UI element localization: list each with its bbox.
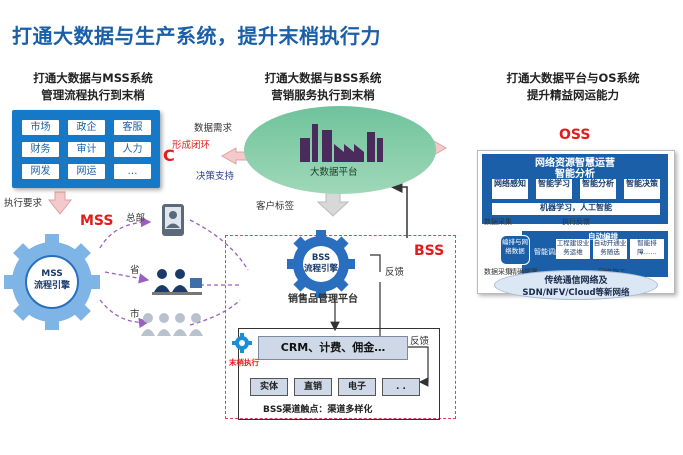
bss-header-line2: 营销服务执行到末梢	[271, 88, 375, 102]
mss-level-province: 省	[130, 265, 140, 276]
oss-box-fault: 智能排障……	[630, 239, 664, 259]
mss-cell-market: 市场	[22, 120, 59, 135]
c-badge: C	[163, 146, 175, 165]
oss-card-analyze: 智能分析	[580, 179, 616, 199]
oss-ml: 机器学习，人工智能	[492, 203, 660, 215]
mss-label: MSS	[80, 213, 114, 229]
channel-direct: 直销	[294, 378, 332, 396]
bss-header-line1: 打通大数据与BSS系统	[264, 71, 382, 85]
sales-platform-label: 销售品管理平台	[288, 294, 358, 305]
oss-net-line1: 传统通信网络及	[544, 276, 608, 286]
mss-exec-label: 执行要求	[4, 198, 43, 209]
mss-cell-netdev: 网发	[22, 164, 59, 179]
oss-network: 传统通信网络及 SDN/NFV/Cloud等新网络	[494, 270, 658, 300]
channel-box	[238, 328, 440, 420]
arrow-bigdata-down	[316, 192, 350, 217]
mss-level-hq: 总部	[126, 213, 146, 224]
mss-cell-finance: 财务	[22, 142, 59, 157]
oss-column-header: 打通大数据平台与OS系统 提升精益网运能力	[498, 70, 648, 104]
mss-header-line2: 管理流程执行到末梢	[41, 88, 145, 102]
mss-level-city: 市	[130, 309, 140, 320]
decision-support-label: 决策支持	[196, 171, 235, 182]
oss-card-sense: 网络感知	[492, 179, 528, 199]
mss-gear-line2: 流程引擎	[33, 281, 70, 291]
oss-center: 编排与网络数据	[500, 235, 530, 265]
oss-header-line2: 提升精益网运能力	[527, 88, 619, 102]
oss-net-line2: SDN/NFV/Cloud等新网络	[522, 288, 630, 298]
oss-box-open: 自动开通业务随选	[593, 239, 627, 259]
mss-cell-hr: 人力	[114, 142, 151, 157]
oss-card-decide: 智能决策	[624, 179, 660, 199]
oss-header-line1: 打通大数据平台与OS系统	[506, 71, 640, 85]
city-staff-icon	[141, 313, 203, 336]
oss-label: OSS	[559, 127, 591, 143]
mss-column-header: 打通大数据与MSS系统 管理流程执行到末梢	[28, 70, 158, 104]
oss-card-learn: 智能学习	[536, 179, 572, 199]
channel-title: BSS渠道触点：渠道多样化	[263, 405, 373, 415]
oss-dispatch: 自动编排	[588, 232, 618, 241]
channel-electronic: 电子	[338, 378, 376, 396]
oss-schedule: 智能调度	[534, 248, 562, 256]
mss-department-panel: 市场 政企 客服 财务 审计 人力 网发 网运 …	[12, 110, 160, 188]
page-title: 打通大数据与生产系统，提升末梢执行力	[12, 24, 381, 48]
gear-icon	[287, 230, 355, 298]
channel-physical: 实体	[250, 378, 288, 396]
oss-bottom-mid: 精确部署	[510, 268, 538, 276]
mss-cell-service: 客服	[114, 120, 151, 135]
arrow-mss-down	[47, 191, 73, 215]
feedback-label-2: 反馈	[410, 336, 430, 347]
bss-gear-line1: BSS	[311, 253, 331, 263]
oss-panel: 网络资源智慧运营 智能分析 网络感知 智能学习 智能分析 智能决策 机器学习，人…	[477, 150, 675, 294]
province-staff-icon	[152, 269, 202, 295]
oss-box-eng: 工程建设业务运维	[556, 239, 590, 259]
oss-exec-req: 执行反馈	[562, 218, 590, 226]
bss-label: BSS	[414, 243, 445, 259]
mss-gear: MSS 流程引擎	[2, 232, 102, 332]
factory-icon	[300, 124, 383, 162]
bss-column-header: 打通大数据与BSS系统 营销服务执行到末梢	[258, 70, 388, 104]
mss-cell-audit: 审计	[68, 142, 105, 157]
tablet-person-icon	[162, 204, 184, 236]
bss-container	[225, 235, 456, 419]
channel-more: . .	[382, 378, 420, 396]
bigdata-label: 大数据平台	[310, 167, 358, 178]
end-exec-label: 末梢执行	[229, 358, 259, 367]
feedback-label-1: 反馈	[385, 267, 405, 278]
bss-gear: BSS 流程引擎	[285, 228, 357, 300]
mss-cell-more: …	[114, 164, 151, 179]
gear-icon	[4, 234, 100, 330]
bss-gear-line2: 流程引擎	[303, 264, 338, 274]
bigdata-platform	[244, 106, 436, 194]
oss-collect: 数据采集	[484, 218, 512, 226]
oss-analysis: 智能分析	[555, 169, 595, 180]
mss-header-line1: 打通大数据与MSS系统	[33, 71, 153, 85]
crm-bar: CRM、计费、佣金…	[258, 336, 408, 360]
mss-gear-line1: MSS	[41, 269, 63, 279]
mss-cell-gov: 政企	[68, 120, 105, 135]
closed-loop-label: 形成闭环	[172, 140, 211, 151]
small-gear-icon	[232, 333, 252, 353]
mss-cell-netops: 网运	[68, 164, 105, 179]
data-demand-label: 数据需求	[194, 123, 233, 134]
oss-bottom-left: 数据采集	[484, 268, 512, 276]
oss-header: 网络资源智慧运营	[535, 158, 615, 169]
customer-tag-label: 客户标签	[256, 201, 295, 212]
arrow-bigdata-to-mss	[220, 147, 249, 165]
